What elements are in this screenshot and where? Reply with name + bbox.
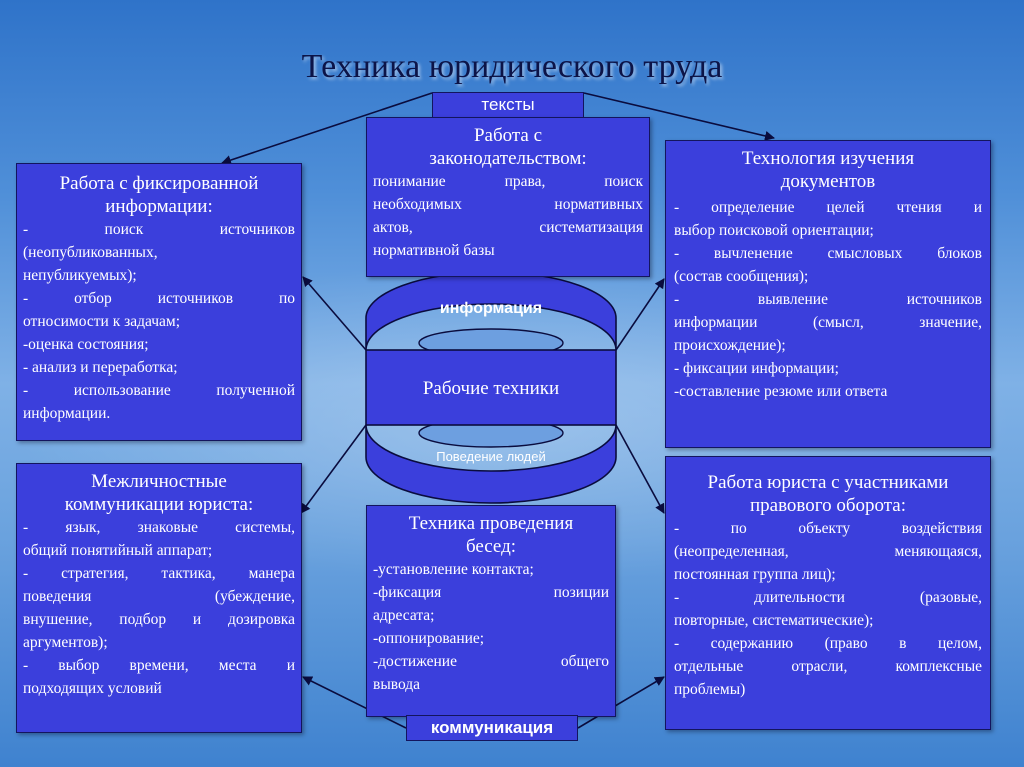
box-participants-line: - содержанию (право в целом, — [674, 635, 982, 652]
box-documents-line: (состав сообщения); — [674, 268, 809, 285]
box-participants-line: - длительности (разовые, — [674, 589, 982, 606]
box-participants-heading-1: Работа юриста с участниками — [707, 472, 949, 493]
box-conversations-line: -фиксация позиции — [373, 584, 609, 601]
box-documents-heading-1: Технология изучения — [741, 148, 915, 169]
box-participants-line: отдельные отрасли, комплексные — [674, 658, 982, 675]
box-interpersonal-line: - язык, знаковые системы, — [23, 519, 295, 536]
box-interpersonal-line: общий понятийный аппарат; — [23, 542, 213, 559]
box-interpersonal-line: поведения (убеждение, — [23, 588, 295, 605]
box-documents-line: информации (смысл, значение, — [674, 314, 982, 331]
box-documents-line: - выявление источников — [674, 291, 982, 308]
box-conversations-line: адресата; — [373, 607, 435, 624]
ring-label-behavior: Поведение людей — [436, 449, 546, 464]
box-documents-line: происхождение); — [674, 337, 786, 354]
box-fixed-information-line: информации. — [23, 405, 111, 422]
box-conversations-line: вывода — [373, 676, 421, 693]
box-documents-line: -составление резюме или ответа — [674, 383, 888, 400]
box-legislation-heading-2: законодательством: — [429, 148, 587, 169]
box-interpersonal-line: аргументов); — [23, 634, 108, 651]
arrow-to-fixed-info-side — [302, 276, 367, 351]
box-documents-heading-2: документов — [780, 171, 876, 192]
box-participants-line: (неопределенная, меняющаяся, — [674, 543, 982, 560]
box-fixed-information-line: - использование полученной — [23, 382, 295, 399]
box-documents-line: - вычленение смысловых блоков — [674, 245, 982, 262]
tag-communication: коммуникация — [406, 715, 578, 741]
box-fixed-information-line: (неопубликованных, — [23, 244, 158, 261]
box-participants-line: постоянная группа лиц); — [674, 566, 836, 583]
box-conversations-heading-2: бесед: — [465, 536, 517, 557]
box-participants-line: проблемы) — [674, 681, 746, 698]
box-fixed-information-heading-1: Работа с фиксированной — [59, 173, 259, 194]
box-conversation-technique: Техника проведения бесед: -установление … — [366, 505, 616, 717]
box-legislation: Работа с законодательством: понимание пр… — [366, 117, 650, 277]
arrow-to-fixed-info — [221, 92, 433, 165]
box-documents-technology: Технология изучения документов - определ… — [665, 140, 991, 448]
box-conversations-heading-1: Техника проведения — [408, 513, 574, 534]
box-participants-line: - по объекту воздействия — [674, 520, 982, 537]
central-ring-shape — [365, 271, 617, 504]
box-fixed-information-line: - поиск источников — [23, 221, 295, 238]
slide-title: Техника юридического труда — [301, 48, 723, 85]
box-interpersonal-line: - выбор времени, места и — [23, 657, 295, 674]
arrow-to-participants — [615, 424, 665, 514]
tag-texts: тексты — [432, 92, 584, 118]
box-fixed-information-heading-2: информации: — [105, 196, 213, 217]
box-legislation-heading-1: Работа с — [473, 125, 543, 146]
arrow-to-documents — [583, 92, 775, 141]
arrow-to-participants-bottom — [577, 676, 665, 729]
ring-label-info: информация — [439, 300, 543, 317]
box-conversations-line: -оппонирование; — [373, 630, 485, 647]
box-interpersonal-communications: Межличностные коммуникации юриста: - язы… — [16, 463, 302, 733]
box-documents-line: - определение целей чтения и — [674, 199, 982, 216]
box-fixed-information-line: относимости к задачам; — [23, 313, 181, 330]
arrow-to-interpersonal — [300, 424, 367, 514]
box-legal-participants: Работа юриста с участниками правового об… — [665, 456, 991, 730]
box-interpersonal-line: подходящих условий — [23, 680, 162, 697]
box-legislation-line: понимание права, поиск — [373, 173, 643, 190]
box-participants-line: повторные, систематические); — [674, 612, 874, 629]
box-fixed-information-line: - отбор источников по — [23, 290, 295, 307]
box-participants-heading-2: правового оборота: — [749, 495, 907, 516]
box-legislation-line: необходимых нормативных — [373, 196, 643, 213]
box-interpersonal-heading-2: коммуникации юриста: — [64, 494, 254, 515]
box-documents-line: - фиксации информации; — [674, 360, 839, 377]
arrow-to-documents-side — [615, 278, 665, 351]
box-fixed-information: Работа с фиксированной информации: - пои… — [16, 163, 302, 441]
box-conversations-line: -достижение общего — [373, 653, 609, 670]
box-interpersonal-heading-1: Межличностные — [91, 471, 227, 492]
box-fixed-information-line: - анализ и переработка; — [23, 359, 178, 376]
ring-label-techniques: Рабочие техники — [422, 378, 560, 399]
arrow-to-interpersonal-bottom — [302, 676, 407, 729]
box-legislation-line: актов, систематизация — [373, 219, 643, 236]
box-conversations-line: -установление контакта; — [373, 561, 534, 578]
box-fixed-information-line: -оценка состояния; — [23, 336, 149, 353]
box-interpersonal-line: внушение, подбор и дозировка — [23, 611, 295, 628]
box-documents-line: выбор поисковой ориентации; — [674, 222, 874, 239]
box-legislation-line: нормативной базы — [373, 242, 495, 259]
box-fixed-information-line: непубликуемых); — [23, 267, 137, 284]
box-interpersonal-line: - стратегия, тактика, манера — [23, 565, 295, 582]
